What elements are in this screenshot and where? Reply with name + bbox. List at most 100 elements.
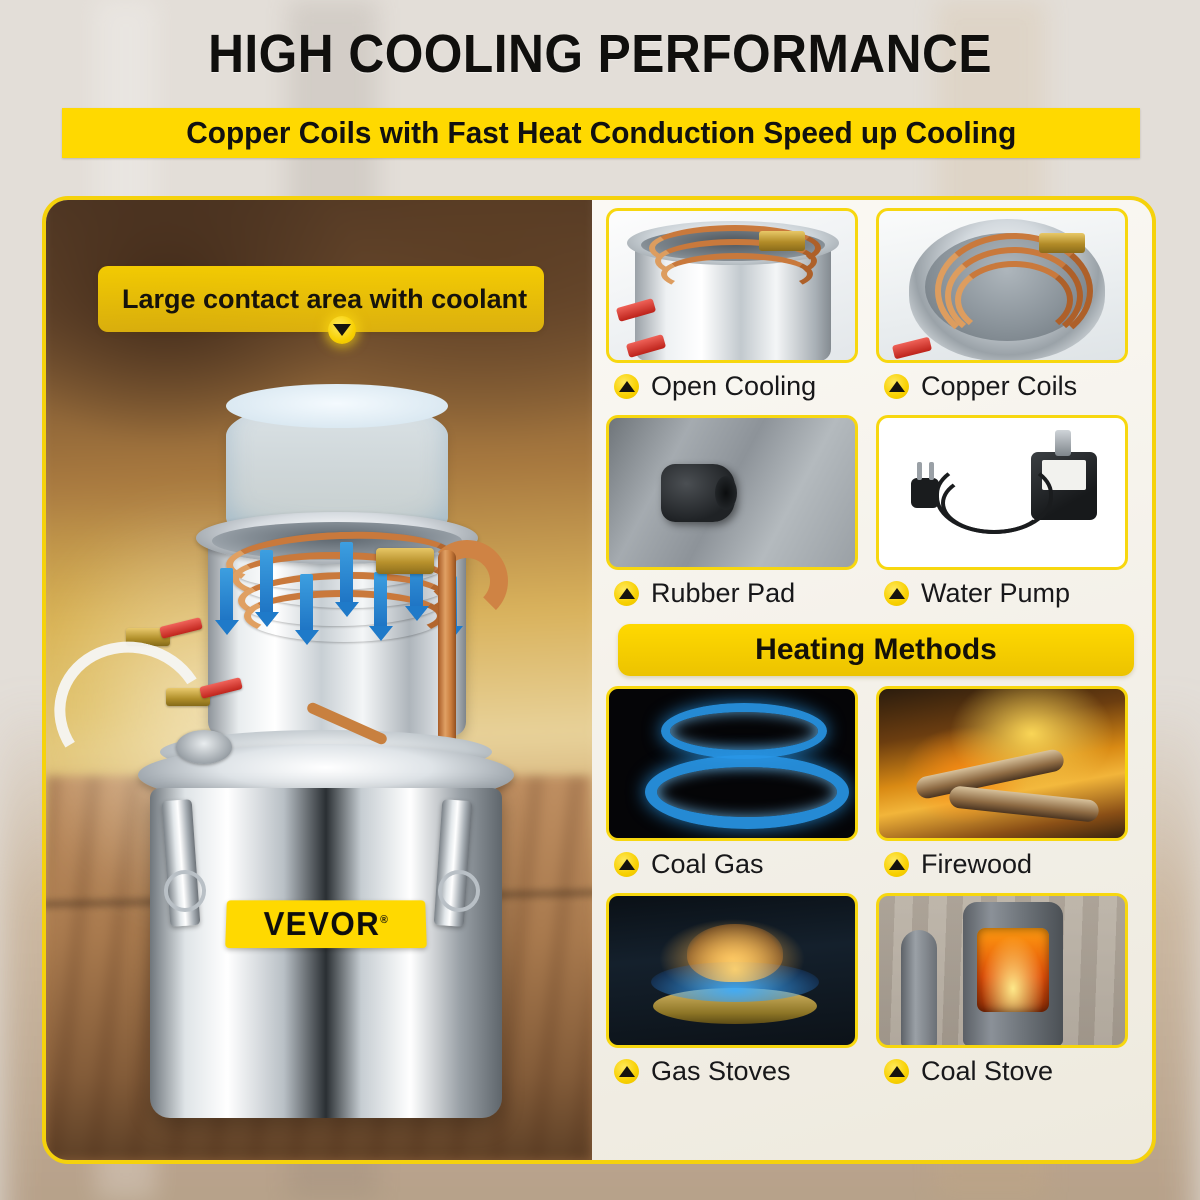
orange-flame bbox=[687, 924, 783, 982]
coal-gas-photo bbox=[606, 686, 858, 841]
heating-caption: Coal Gas bbox=[606, 841, 858, 887]
triangle-up-glyph bbox=[618, 587, 635, 599]
brass-connector bbox=[1039, 233, 1085, 253]
copper-coil-loop bbox=[655, 239, 817, 283]
heating-label: Firewood bbox=[921, 848, 1033, 879]
triangle-up-glyph bbox=[618, 380, 635, 392]
heating-card-firewood[interactable]: Firewood bbox=[876, 686, 1128, 887]
heating-card-coal-gas[interactable]: Coal Gas bbox=[606, 686, 858, 887]
valve-handle bbox=[159, 617, 203, 639]
rubber-pad-photo bbox=[606, 415, 858, 570]
brass-valve bbox=[126, 628, 170, 646]
feature-row: Rubber Pad bbox=[606, 415, 1146, 616]
triangle-up-glyph bbox=[618, 1065, 635, 1077]
gas-flame-ring bbox=[661, 703, 827, 759]
brass-valve bbox=[166, 688, 210, 706]
arrow-down-icon bbox=[374, 572, 387, 628]
stove-fire-window bbox=[977, 928, 1049, 1012]
power-cord bbox=[941, 472, 1047, 534]
triangle-up-icon bbox=[614, 373, 639, 399]
grommet-hole bbox=[715, 476, 737, 510]
firewood-log bbox=[948, 785, 1100, 823]
feature-card-copper-coils[interactable]: Copper Coils bbox=[876, 208, 1128, 409]
heating-card-gas-stoves[interactable]: Gas Stoves bbox=[606, 893, 858, 1094]
triangle-up-glyph bbox=[888, 587, 905, 599]
open-cooling-photo bbox=[606, 208, 858, 363]
triangle-up-icon bbox=[614, 1058, 639, 1084]
feature-label: Copper Coils bbox=[921, 370, 1078, 401]
copper-coil-loop bbox=[935, 233, 1093, 349]
subtitle-banner: Copper Coils with Fast Heat Conduction S… bbox=[62, 108, 1140, 158]
water-pump-photo bbox=[876, 415, 1128, 570]
triangle-up-icon bbox=[884, 851, 909, 877]
heating-methods-banner: Heating Methods bbox=[618, 624, 1134, 676]
content-frame: Large contact area with coolant bbox=[42, 196, 1156, 1164]
coal-stove-photo bbox=[876, 893, 1128, 1048]
feature-caption: Water Pump bbox=[876, 570, 1128, 616]
plug-prong bbox=[929, 462, 934, 480]
feature-caption: Copper Coils bbox=[876, 363, 1128, 409]
copper-coil-loop bbox=[649, 225, 821, 271]
triangle-up-glyph bbox=[888, 858, 905, 870]
gas-flame-ring bbox=[645, 755, 849, 829]
heating-row: Coal Gas Firewood bbox=[606, 686, 1146, 887]
plug-prong bbox=[917, 462, 922, 480]
feature-card-open-cooling[interactable]: Open Cooling bbox=[606, 208, 858, 409]
heating-label: Coal Stove bbox=[921, 1055, 1054, 1086]
feature-card-grid: Open Cooling Copper C bbox=[606, 208, 1146, 1100]
heating-row: Gas Stoves Coal Stove bbox=[606, 893, 1146, 1094]
coolant-callout: Large contact area with coolant bbox=[98, 266, 544, 332]
page-title: HIGH COOLING PERFORMANCE bbox=[208, 24, 992, 84]
pump-nozzle bbox=[1055, 430, 1071, 456]
product-showcase-panel: Large contact area with coolant bbox=[46, 200, 592, 1160]
triangle-up-glyph bbox=[888, 380, 905, 392]
pressure-gauge bbox=[176, 730, 232, 764]
triangle-up-icon bbox=[884, 1058, 909, 1084]
coolant-callout-label: Large contact area with coolant bbox=[122, 283, 528, 314]
coolant-water-surface bbox=[226, 384, 448, 428]
clamp-ring bbox=[164, 870, 206, 912]
stove-pipe bbox=[901, 930, 937, 1045]
brass-connector bbox=[376, 548, 434, 574]
distiller-illustration: VEVOR® bbox=[46, 384, 538, 1140]
copper-pipe-vertical bbox=[438, 550, 456, 780]
triangle-up-glyph bbox=[888, 1065, 905, 1077]
heating-label: Coal Gas bbox=[651, 848, 764, 879]
gas-stoves-photo bbox=[606, 893, 858, 1048]
feature-row: Open Cooling Copper C bbox=[606, 208, 1146, 409]
triangle-up-icon bbox=[884, 373, 909, 399]
registered-mark: ® bbox=[379, 914, 390, 926]
arrow-down-icon bbox=[300, 574, 313, 632]
features-panel: Open Cooling Copper C bbox=[592, 200, 1152, 1160]
feature-card-water-pump[interactable]: Water Pump bbox=[876, 415, 1128, 616]
copper-coils-photo bbox=[876, 208, 1128, 363]
power-plug bbox=[911, 478, 939, 508]
valve-handle bbox=[891, 336, 933, 360]
heating-caption: Firewood bbox=[876, 841, 1128, 887]
heating-caption: Gas Stoves bbox=[606, 1048, 858, 1094]
triangle-up-glyph bbox=[618, 858, 635, 870]
triangle-up-icon bbox=[614, 580, 639, 606]
triangle-down-icon bbox=[328, 316, 356, 344]
feature-caption: Rubber Pad bbox=[606, 570, 858, 616]
brass-connector bbox=[759, 231, 805, 251]
vevor-brand-logo: VEVOR® bbox=[225, 900, 427, 949]
firewood-photo bbox=[876, 686, 1128, 841]
heating-caption: Coal Stove bbox=[876, 1048, 1128, 1094]
arrow-down-icon bbox=[260, 550, 273, 614]
feature-label: Rubber Pad bbox=[651, 577, 796, 608]
arrow-down-icon bbox=[220, 568, 233, 622]
triangle-up-icon bbox=[884, 580, 909, 606]
heating-card-coal-stove[interactable]: Coal Stove bbox=[876, 893, 1128, 1094]
triangle-up-icon bbox=[614, 851, 639, 877]
clamp-ring bbox=[438, 870, 480, 912]
feature-caption: Open Cooling bbox=[606, 363, 858, 409]
feature-label: Open Cooling bbox=[651, 370, 817, 401]
subtitle-text: Copper Coils with Fast Heat Conduction S… bbox=[186, 115, 1016, 150]
heating-label: Gas Stoves bbox=[651, 1055, 791, 1086]
feature-card-rubber-pad[interactable]: Rubber Pad bbox=[606, 415, 858, 616]
feature-label: Water Pump bbox=[921, 577, 1071, 608]
arrow-down-icon bbox=[340, 542, 353, 604]
copper-coil-loop bbox=[955, 261, 1073, 339]
triangle-down-glyph bbox=[333, 324, 351, 336]
